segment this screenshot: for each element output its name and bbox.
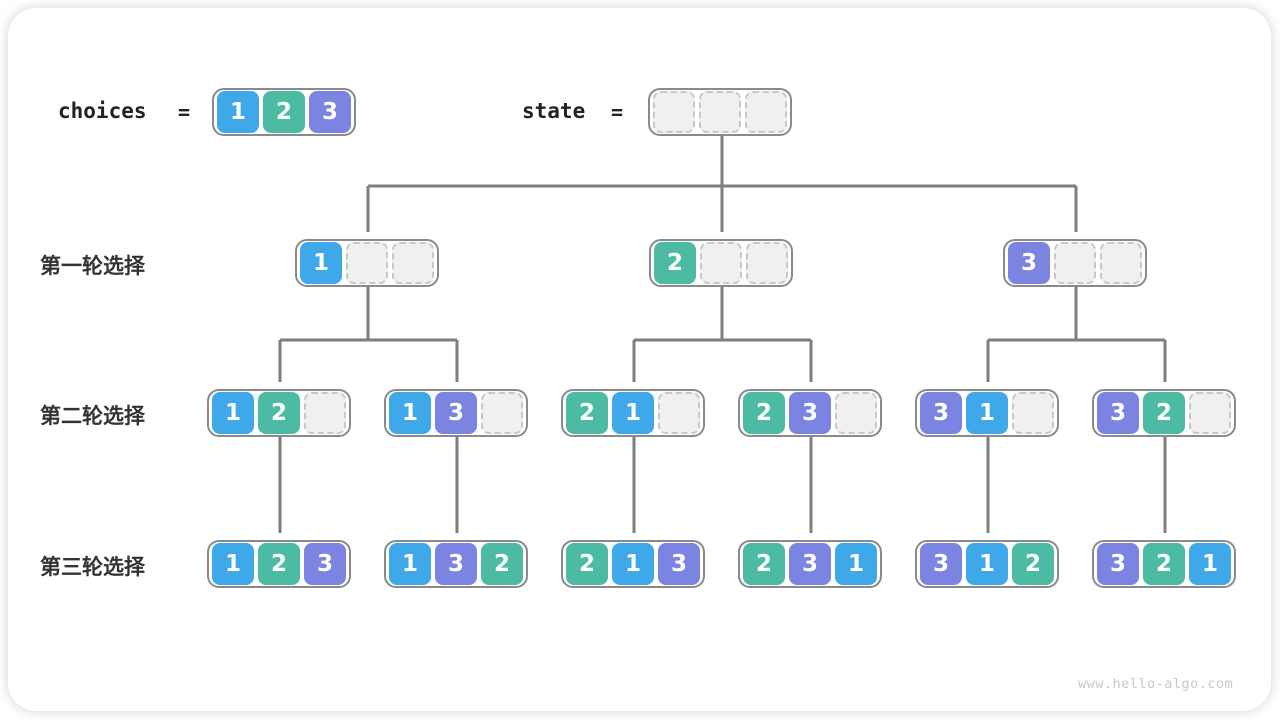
value-cell: 2 [1143,392,1185,434]
empty-cell [745,91,787,133]
empty-cell [1054,242,1096,284]
value-cell: 3 [1008,242,1050,284]
value-cell: 3 [304,543,346,585]
value-cell: 1 [966,392,1008,434]
value-cell: 1 [966,543,1008,585]
state-equals-sign: = [611,100,624,124]
empty-cell [1100,242,1142,284]
round-2-label: 第二轮选择 [40,404,145,428]
value-cell: 2 [566,543,608,585]
value-cell: 2 [566,392,608,434]
state-label: state [522,99,586,123]
value-cell: 3 [789,543,831,585]
value-cell: 2 [263,91,305,133]
value-cell: 3 [920,392,962,434]
value-cell: 3 [309,91,351,133]
value-cell: 2 [654,242,696,284]
state-box-round1: 3 [1003,239,1147,287]
empty-cell [699,91,741,133]
value-cell: 1 [212,392,254,434]
value-cell: 1 [212,543,254,585]
empty-cell [304,392,346,434]
value-cell: 3 [658,543,700,585]
choices-equals-sign: = [178,100,191,124]
value-cell: 2 [1143,543,1185,585]
value-cell: 3 [789,392,831,434]
value-cell: 1 [389,392,431,434]
value-cell: 3 [1097,392,1139,434]
choices-label: choices [58,99,147,123]
empty-cell [835,392,877,434]
value-cell: 1 [1189,543,1231,585]
value-cell: 2 [481,543,523,585]
round-3-label: 第三轮选择 [40,555,145,579]
empty-cell [658,392,700,434]
value-cell: 2 [258,543,300,585]
value-cell: 1 [612,392,654,434]
round-1-label: 第一轮选择 [40,254,145,278]
site-watermark: www.hello-algo.com [1078,676,1234,692]
value-cell: 2 [743,543,785,585]
state-box-round1: 1 [295,239,439,287]
value-cell: 3 [435,392,477,434]
figure-card [8,8,1271,711]
state-box-round1: 2 [649,239,793,287]
empty-cell [653,91,695,133]
empty-cell [481,392,523,434]
value-cell: 3 [920,543,962,585]
value-cell: 1 [389,543,431,585]
empty-cell [1189,392,1231,434]
empty-cell [1012,392,1054,434]
value-cell: 1 [612,543,654,585]
value-cell: 1 [835,543,877,585]
empty-cell [746,242,788,284]
empty-cell [392,242,434,284]
value-cell: 3 [435,543,477,585]
value-cell: 3 [1097,543,1139,585]
value-cell: 2 [1012,543,1054,585]
state-box [648,88,792,136]
empty-cell [700,242,742,284]
value-cell: 1 [300,242,342,284]
value-cell: 1 [217,91,259,133]
value-cell: 2 [258,392,300,434]
empty-cell [346,242,388,284]
value-cell: 2 [743,392,785,434]
